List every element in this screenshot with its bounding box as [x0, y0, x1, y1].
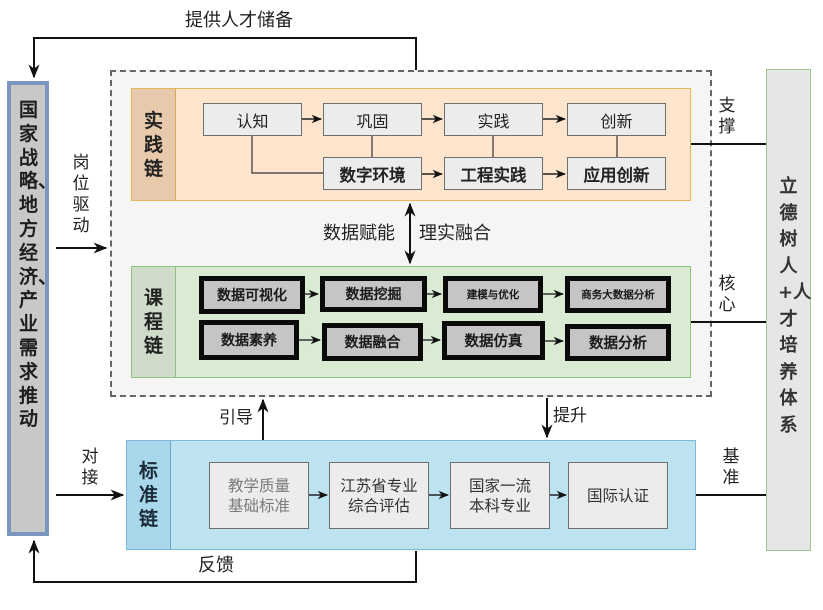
standard-node-line: 国家一流 [468, 476, 531, 495]
course-node-modeling-optimization: 建模与优化 [443, 276, 543, 313]
practice-node-application-innovation: 应用创新 [567, 157, 666, 190]
promote-label: 提升 [553, 406, 587, 426]
standard-node-line: 基础标准 [227, 496, 290, 515]
standard-node-line: 综合评估 [347, 496, 410, 515]
course-node-data-analysis: 数据分析 [565, 324, 671, 361]
practice-node-engineering-practice: 工程实践 [444, 157, 543, 190]
practice-node-digital-environment: 数字环境 [323, 157, 422, 190]
practice-chain-title: 实践链 [132, 89, 176, 200]
standard-node-jiangsu-evaluation: 江苏省专业综合评估 [329, 462, 429, 529]
standard-node-teaching-quality: 教学质量基础标准 [209, 462, 309, 529]
standard-node-line: 教学质量 [227, 476, 290, 495]
talent-cultivation-text: 立德树人+人才培养体系 [778, 176, 812, 436]
national-strategy-text: 国家战略、地方经济、产业需求推动 [19, 99, 58, 431]
standard-node-line: 本科专业 [468, 496, 531, 515]
standard-chain-title: 标准链 [127, 441, 171, 549]
course-node-data-mining: 数据挖掘 [320, 276, 427, 312]
docking-label: 对接 [81, 447, 99, 488]
feedback-label: 反馈 [198, 555, 234, 576]
guide-label: 引导 [219, 408, 253, 428]
course-chain-title: 课程链 [132, 267, 176, 377]
job-driven-label: 岗位驱动 [72, 153, 90, 236]
practice-node-consolidation: 巩固 [323, 103, 422, 136]
support-label: 支撑 [718, 96, 736, 137]
theory-practice-label: 理实融合 [419, 223, 491, 244]
national-strategy-pillar: 国家战略、地方经济、产业需求推动 [7, 81, 58, 536]
standard-node-international-certification: 国际认证 [568, 462, 668, 529]
course-node-data-fusion: 数据融合 [322, 323, 423, 361]
talent-cultivation-pillar: 立德树人+人才培养体系 [766, 69, 811, 551]
course-node-business-big-data: 商务大数据分析 [565, 276, 671, 313]
practice-node-cognition: 认知 [203, 103, 302, 136]
standard-node-national-first-class: 国家一流本科专业 [450, 462, 550, 529]
core-label: 核心 [718, 274, 736, 315]
benchmark-label: 基准 [722, 447, 740, 488]
course-node-data-visualization: 数据可视化 [199, 276, 305, 314]
practice-node-practice: 实践 [444, 103, 543, 136]
course-node-data-simulation: 数据仿真 [442, 321, 545, 360]
standard-node-line: 江苏省专业 [340, 476, 418, 495]
course-node-data-literacy: 数据素养 [199, 320, 299, 360]
talent-reserve-label: 提供人才储备 [185, 10, 293, 31]
data-empower-label: 数据赋能 [323, 223, 395, 244]
practice-node-innovation: 创新 [567, 103, 666, 136]
